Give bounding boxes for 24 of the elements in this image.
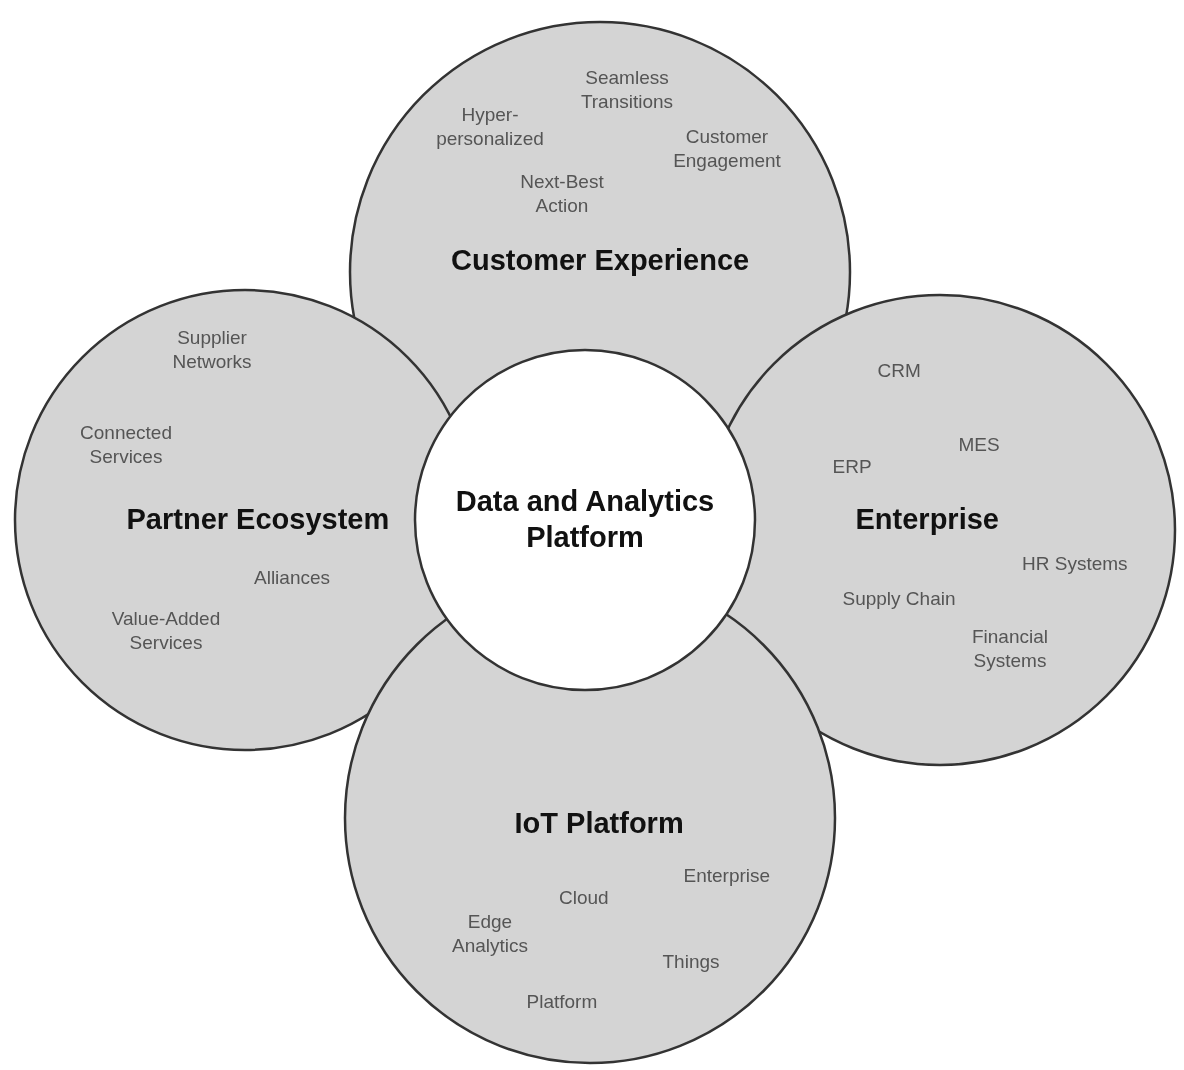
category-heading: Enterprise — [855, 502, 999, 537]
topic-label: Edge Analytics — [451, 910, 529, 958]
topic-label: Next-Best Action — [519, 170, 605, 218]
topic-label: HR Systems — [1022, 552, 1128, 576]
topic-label: CRM — [877, 359, 921, 383]
topic-label: Value-Added Services — [110, 607, 222, 655]
topic-label: Supplier Networks — [171, 326, 253, 374]
topic-label: Hyper-personalized — [435, 103, 545, 151]
topic-label: Financial Systems — [970, 625, 1049, 673]
topic-label: Connected Services — [79, 421, 173, 469]
category-heading: IoT Platform — [514, 806, 684, 841]
topic-label: Enterprise — [683, 864, 771, 888]
topic-label: Customer Engagement — [672, 125, 782, 173]
topic-label: ERP — [832, 455, 872, 479]
topic-label: MES — [958, 433, 1000, 457]
topic-label: Platform — [526, 990, 598, 1014]
category-heading: Partner Ecosystem — [126, 502, 390, 537]
category-heading: Customer Experience — [451, 243, 750, 278]
topic-label: Supply Chain — [842, 587, 956, 611]
topic-label: Cloud — [559, 886, 609, 910]
topic-label: Seamless Transitions — [579, 66, 675, 114]
topic-label: Alliances — [254, 566, 331, 590]
topic-label: Things — [662, 950, 720, 974]
hub-title: Data and Analytics Platform — [454, 484, 716, 555]
